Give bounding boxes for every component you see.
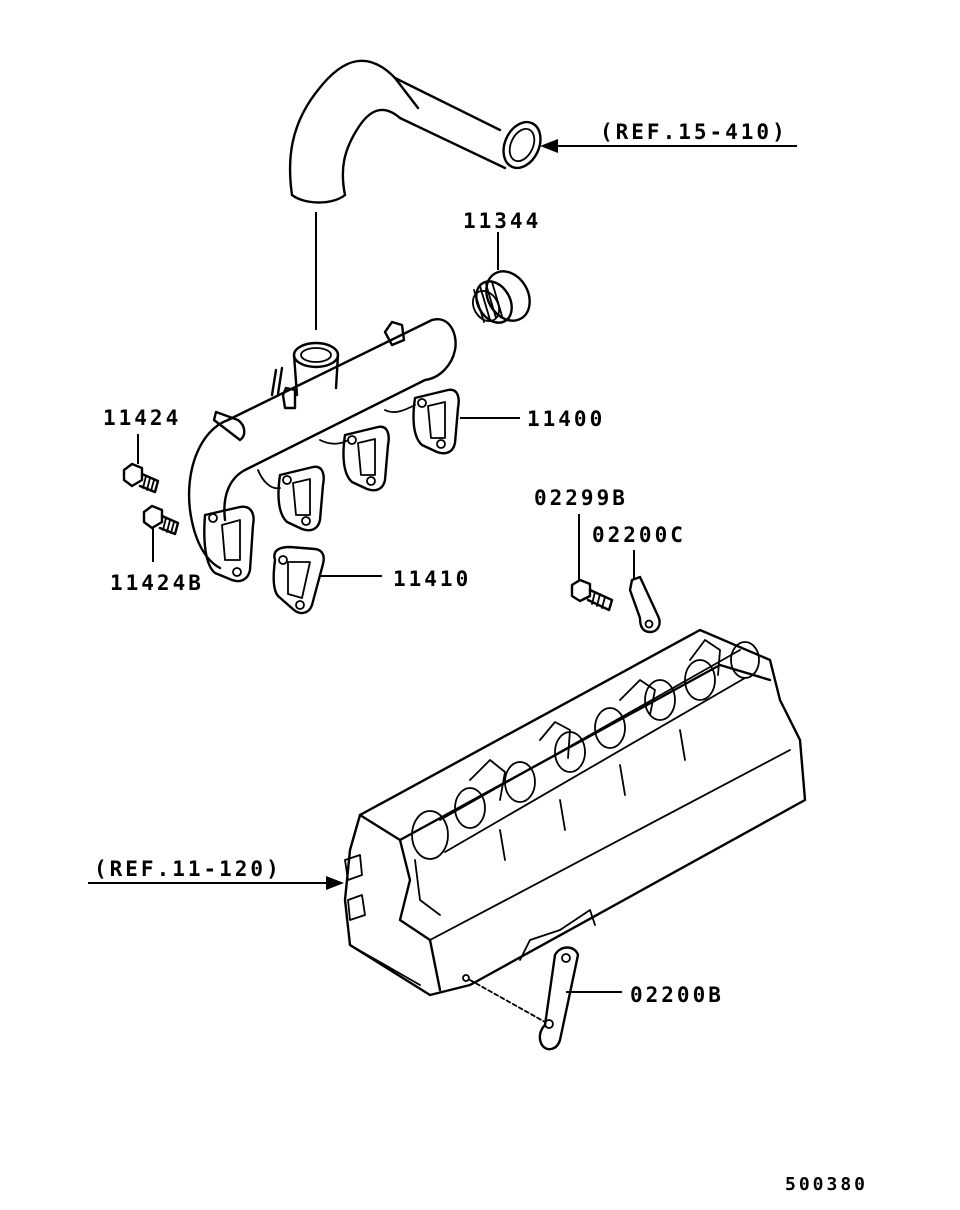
ref-hose-label: (REF.15-410) — [600, 120, 788, 144]
cylinder-head — [343, 628, 807, 997]
bolt-11424 — [122, 462, 160, 494]
gasket-11410 — [272, 545, 325, 615]
water-manifold-11400 — [187, 318, 460, 583]
label-11344: 11344 — [463, 209, 541, 233]
thermostat-cap-11344 — [471, 270, 531, 324]
water-hose — [288, 59, 542, 204]
diagram-number: 500380 — [785, 1174, 868, 1195]
ref-head-arrow — [88, 876, 344, 890]
label-02299b: 02299B — [534, 486, 628, 510]
label-02200c: 02200C — [592, 523, 686, 547]
ref-head-label: (REF.11-120) — [94, 857, 282, 881]
bolt-11424b — [142, 504, 180, 536]
label-11400: 11400 — [527, 407, 605, 431]
ref-hose-arrow — [540, 139, 797, 153]
bracket-02200b — [462, 946, 580, 1051]
label-02200b: 02200B — [630, 983, 724, 1007]
bolt-02299b — [570, 578, 614, 612]
label-11424: 11424 — [103, 406, 181, 430]
bracket-02200c — [628, 575, 661, 634]
label-11424b: 11424B — [110, 571, 204, 595]
label-11410: 11410 — [393, 567, 471, 591]
